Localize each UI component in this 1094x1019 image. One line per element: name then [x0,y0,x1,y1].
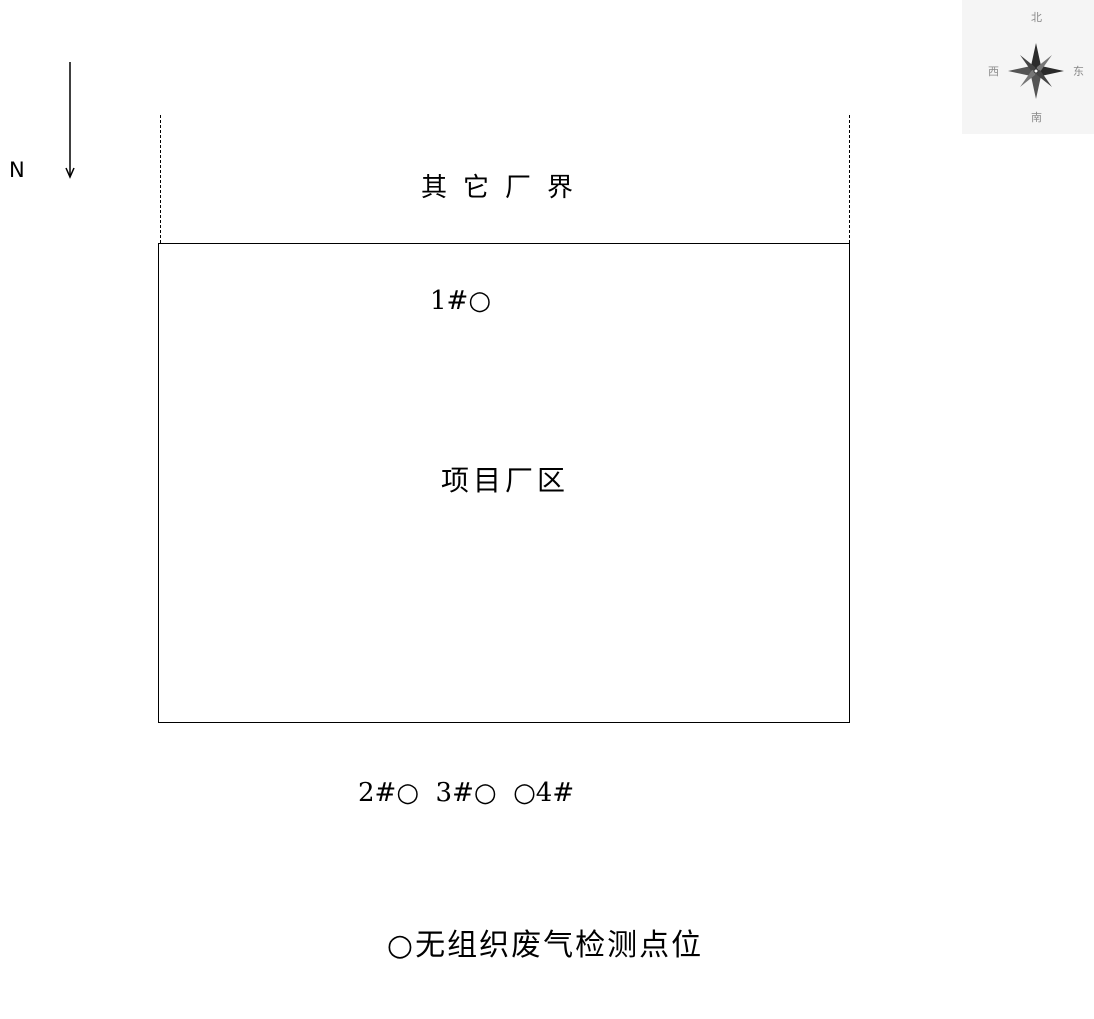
legend: ○无组织废气检测点位 [386,928,704,963]
monitoring-points-2-3-4: 2#○ 3#○ ○4# [358,778,575,808]
site-label: 项目厂区 [440,464,569,497]
compass-west-label: 西 [988,65,999,78]
boundary-dashed-line-left [160,115,161,243]
compass-east-label: 东 [1073,65,1084,78]
compass-south-label: 南 [1031,111,1042,124]
other-boundary-label: 其它厂界 [420,173,589,203]
north-letter: N [9,158,25,182]
arrow-down-icon [65,62,75,179]
compass-north-label: 北 [1031,11,1042,24]
compass-star-icon [1008,43,1064,99]
compass-rose: 北 南 东 西 [962,0,1094,134]
monitoring-point-1: 1#○ [430,286,492,316]
boundary-dashed-line-right [849,115,850,243]
site-boundary-box [158,243,850,723]
